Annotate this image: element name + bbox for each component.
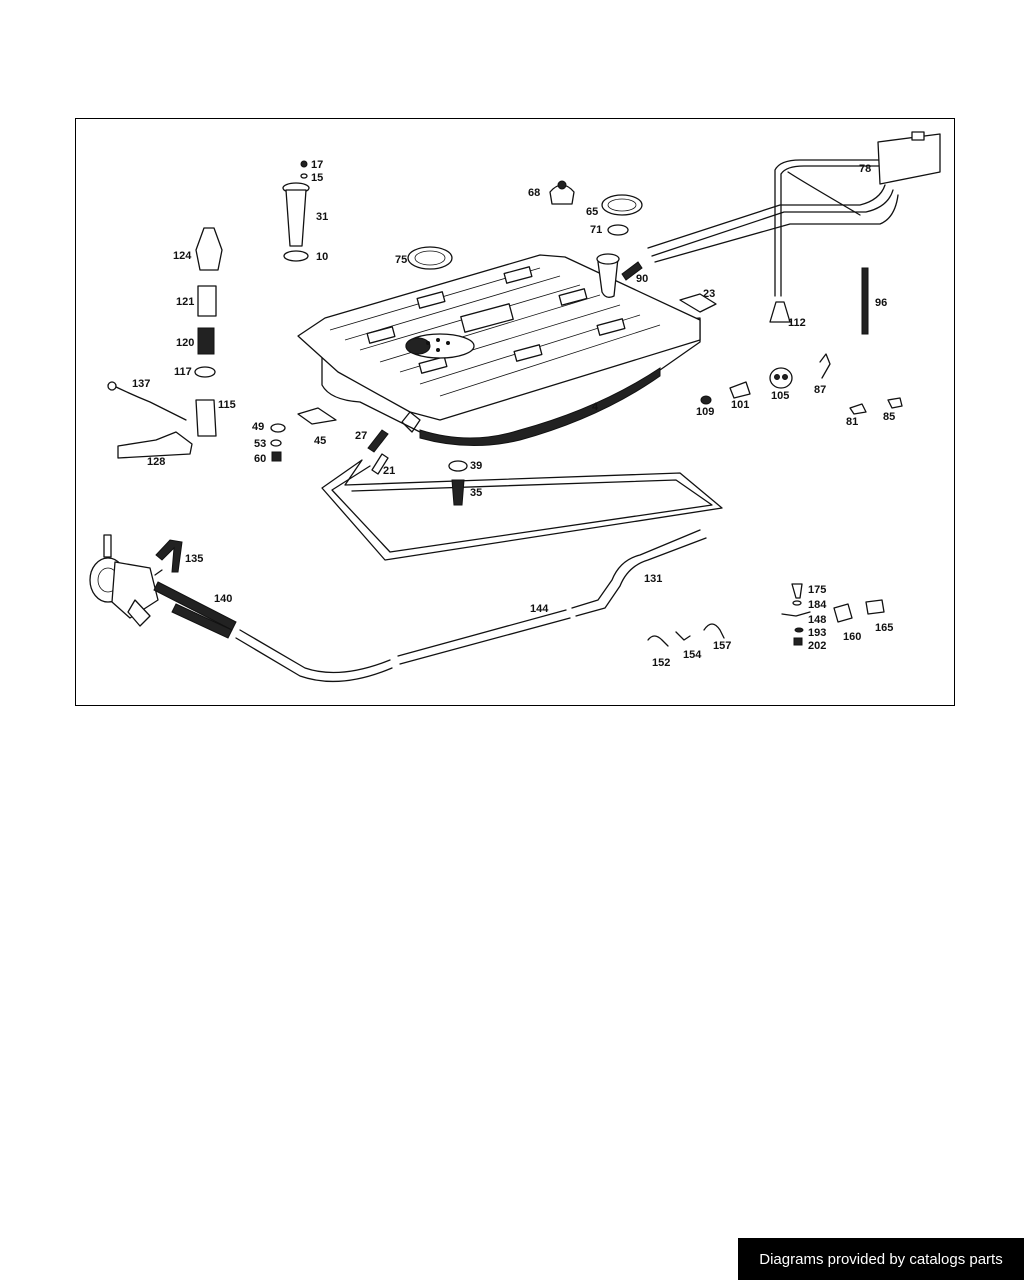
callout-137: 137	[132, 378, 150, 390]
vent-lines	[647, 131, 941, 297]
callout-4: 4	[592, 401, 599, 413]
callout-109: 109	[696, 406, 714, 418]
small-parts	[107, 227, 903, 647]
callout-175: 175	[808, 584, 826, 596]
callout-160: 160	[843, 631, 861, 643]
callout-152: 152	[652, 657, 670, 669]
callout-148: 148	[808, 614, 826, 626]
callout-23: 23	[703, 288, 715, 300]
callout-65: 65	[586, 206, 598, 218]
callout-17: 17	[311, 159, 323, 171]
callout-85: 85	[883, 411, 895, 423]
callout-10: 10	[316, 251, 328, 263]
fuel-lines	[235, 459, 723, 683]
callout-53: 53	[254, 438, 266, 450]
callout-75: 75	[395, 254, 407, 266]
callout-105: 105	[771, 390, 789, 402]
callout-labels: 17 15 31 10 68 65 71 75 78 90 23 112 96 …	[132, 159, 895, 669]
hose-135	[155, 539, 183, 573]
callout-128: 128	[147, 456, 165, 468]
callout-49: 49	[252, 421, 264, 433]
callout-27: 27	[355, 430, 367, 442]
callout-78: 78	[859, 163, 871, 175]
hose-140-lower	[171, 603, 233, 639]
callout-31: 31	[316, 211, 328, 223]
fuel-pump	[89, 534, 163, 627]
callout-124: 124	[173, 250, 192, 262]
callout-120: 120	[176, 337, 194, 349]
callout-144: 144	[530, 603, 549, 615]
callout-71: 71	[590, 224, 602, 236]
fuel-tank	[297, 253, 701, 447]
callout-193: 193	[808, 627, 826, 639]
callout-112: 112	[788, 317, 806, 329]
callout-157: 157	[713, 640, 731, 652]
callout-131: 131	[644, 573, 662, 585]
callout-115: 115	[218, 399, 236, 411]
callout-90: 90	[636, 273, 648, 285]
caps	[407, 180, 643, 270]
callout-202: 202	[808, 640, 826, 652]
sender-unit	[282, 160, 310, 262]
callout-165: 165	[875, 622, 893, 634]
callout-15: 15	[311, 172, 323, 184]
callout-45: 45	[314, 435, 326, 447]
callout-81: 81	[846, 416, 858, 428]
callout-68: 68	[528, 187, 540, 199]
callout-154: 154	[683, 649, 702, 661]
callout-184: 184	[808, 599, 827, 611]
callout-87: 87	[814, 384, 826, 396]
callout-121: 121	[176, 296, 194, 308]
callout-21: 21	[383, 465, 395, 477]
callout-135: 135	[185, 553, 203, 565]
callout-96: 96	[875, 297, 887, 309]
callout-60: 60	[254, 453, 266, 465]
footer-text: Diagrams provided by catalogs parts	[759, 1250, 1003, 1268]
callout-101: 101	[731, 399, 749, 411]
callout-117: 117	[174, 366, 192, 378]
callout-140: 140	[214, 593, 232, 605]
footer-banner: Diagrams provided by catalogs parts	[738, 1238, 1024, 1280]
callout-39: 39	[470, 460, 482, 472]
callout-35: 35	[470, 487, 482, 499]
